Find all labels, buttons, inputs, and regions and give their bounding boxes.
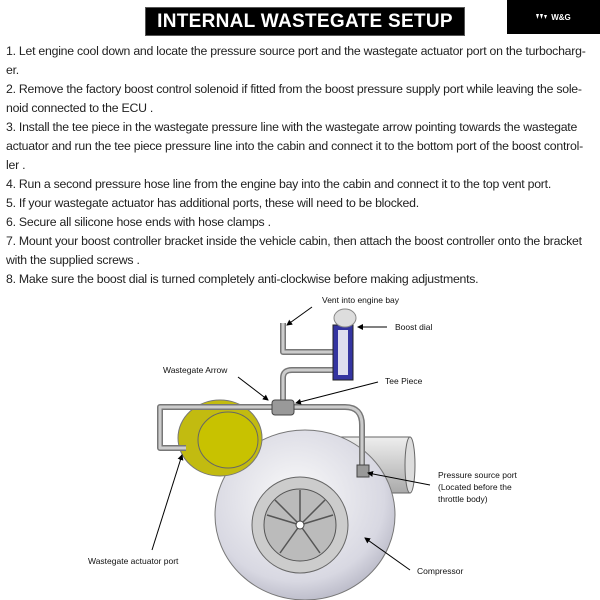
step-8: 8. Make sure the boost dial is turned co… <box>6 270 600 289</box>
step-text-line: with the supplied screws . <box>6 253 140 267</box>
label-tee-piece: Tee Piece <box>385 376 423 386</box>
label-pressure-source: Pressure source port <box>438 470 518 480</box>
wastegate-actuator <box>177 399 263 477</box>
step-text-line: 5. If your wastegate actuator has additi… <box>6 196 419 210</box>
brand-logo: W&G <box>507 0 600 34</box>
label-wastegate-arrow: Wastegate Arrow <box>163 365 228 375</box>
tee-piece <box>271 399 295 416</box>
boost-dial-knob <box>333 308 357 328</box>
step-text-line: ler . <box>6 158 26 172</box>
instruction-steps: 1. Let engine cool down and locate the p… <box>6 42 600 289</box>
label-actuator-port: Wastegate actuator port <box>88 556 179 566</box>
step-text-line: 7. Mount your boost controller bracket i… <box>6 234 582 248</box>
page-title: INTERNAL WASTEGATE SETUP <box>145 7 465 36</box>
compressor-housing <box>214 429 396 600</box>
step-text-line: 4. Run a second pressure hose line from … <box>6 177 551 191</box>
label-pressure-source-note: (Located before the <box>438 482 512 492</box>
step-1: 1. Let engine cool down and locate the p… <box>6 42 600 80</box>
label-compressor: Compressor <box>417 566 463 576</box>
label-vent: Vent into engine bay <box>322 295 400 305</box>
label-pressure-source-note: throttle body) <box>438 494 488 504</box>
step-text-line: 8. Make sure the boost dial is turned co… <box>6 272 479 286</box>
step-text-line: er. <box>6 63 19 77</box>
label-boost-dial: Boost dial <box>395 322 432 332</box>
step-text-line: 6. Secure all silicone hose ends with ho… <box>6 215 271 229</box>
step-2: 2. Remove the factory boost control sole… <box>6 80 600 118</box>
brand-name: W&G <box>551 12 571 22</box>
turbo-diagram: Vent into engine bay Boost dial Wastegat… <box>88 295 518 600</box>
step-3: 3. Install the tee piece in the wastegat… <box>6 118 600 175</box>
step-4: 4. Run a second pressure hose line from … <box>6 175 600 194</box>
brand-mark-icon <box>536 14 548 19</box>
step-text-line: 3. Install the tee piece in the wastegat… <box>6 120 578 134</box>
step-text-line: actuator and run the tee piece pressure … <box>6 139 583 153</box>
step-7: 7. Mount your boost controller bracket i… <box>6 232 600 270</box>
step-text-line: 2. Remove the factory boost control sole… <box>6 82 582 96</box>
boost-controller <box>332 308 357 381</box>
step-5: 5. If your wastegate actuator has additi… <box>6 194 600 213</box>
step-text-line: noid connected to the ECU . <box>6 101 154 115</box>
step-text-line: 1. Let engine cool down and locate the p… <box>6 44 586 58</box>
step-6: 6. Secure all silicone hose ends with ho… <box>6 213 600 232</box>
